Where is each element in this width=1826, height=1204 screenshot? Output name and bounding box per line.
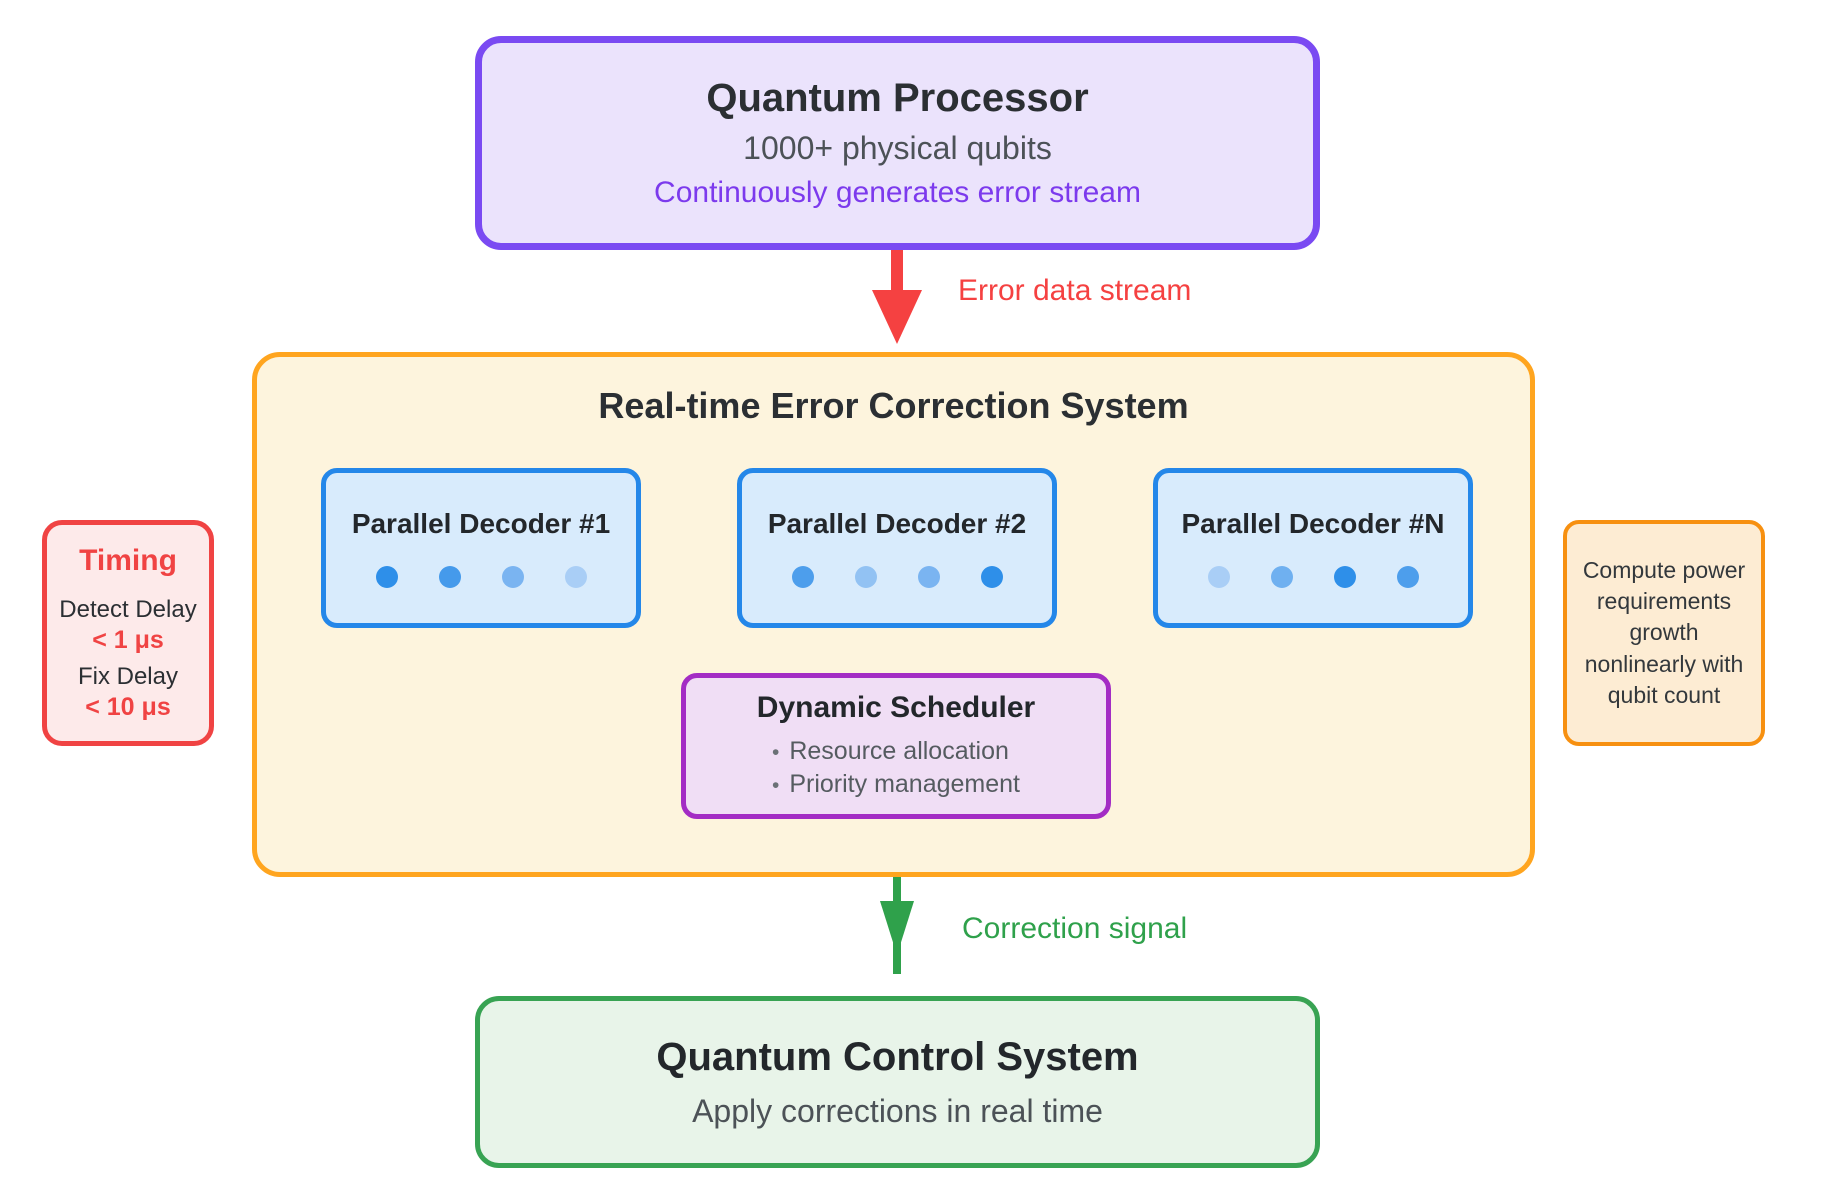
decoder-dots	[375, 566, 587, 588]
quantum-processor-subtitle: 1000+ physical qubits	[743, 130, 1052, 166]
compute-power-note-text: Compute power requirements growth nonlin…	[1582, 556, 1746, 708]
error-stream-down-arrow-icon	[872, 250, 922, 346]
timing-item: Detect Delay < 1 μs	[59, 596, 196, 655]
quantum-processor-box: Quantum Processor 1000+ physical qubits …	[475, 36, 1320, 250]
timing-box: Timing Detect Delay < 1 μs Fix Delay < 10 μ…	[42, 520, 214, 746]
dynamic-scheduler-title: Dynamic Scheduler	[756, 690, 1036, 724]
quantum-control-system-box: Quantum Control System Apply corrections…	[475, 996, 1320, 1168]
quantum-processor-note: Continuously generates error stream	[654, 176, 1141, 209]
timing-item-value: < 1 μs	[92, 626, 164, 654]
decoder-activity-dot	[438, 566, 461, 588]
decoder-activity-dot	[375, 566, 398, 588]
parallel-decoder-box: Parallel Decoder #1	[321, 468, 641, 628]
decoder-activity-dot	[564, 566, 587, 588]
timing-item-label: Fix Delay	[77, 663, 178, 690]
compute-power-note-box: Compute power requirements growth nonlin…	[1563, 520, 1765, 746]
decoder-dots	[1207, 566, 1419, 588]
error-correction-system-box: Real-time Error Correction System Parall…	[252, 352, 1535, 877]
decoder-title: Parallel Decoder #N	[1181, 508, 1445, 539]
correction-signal-label: Correction signal	[962, 912, 1188, 945]
error-correction-system-title: Real-time Error Correction System	[598, 385, 1189, 426]
quantum-control-system-title: Quantum Control System	[656, 1034, 1139, 1079]
decoder-activity-dot	[1207, 566, 1230, 588]
timing-title: Timing	[79, 544, 177, 577]
correction-signal-down-arrow-icon	[874, 877, 920, 974]
decoder-activity-dot	[791, 566, 814, 588]
decoder-title: Parallel Decoder #1	[351, 508, 611, 539]
arrow-head	[880, 901, 914, 955]
decoder-activity-dot	[980, 566, 1003, 588]
parallel-decoder-box: Parallel Decoder #2	[737, 468, 1057, 628]
decoder-activity-dot	[917, 566, 940, 588]
error-stream-label: Error data stream	[958, 274, 1192, 307]
scheduler-bullet-list: Resource allocationPriority management	[772, 735, 1020, 802]
parallel-decoder-box: Parallel Decoder #N	[1153, 468, 1473, 628]
timing-item-label: Detect Delay	[59, 596, 197, 623]
decoder-activity-dot	[1333, 566, 1356, 588]
decoder-row: Parallel Decoder #1 Parallel Decoder #2 …	[321, 468, 1473, 628]
decoder-activity-dot	[1396, 566, 1419, 588]
decoder-dots	[791, 566, 1003, 588]
quantum-control-system-subtitle: Apply corrections in real time	[692, 1092, 1103, 1129]
scheduler-bullet-item: Priority management	[772, 768, 1020, 802]
scheduler-bullet-item: Resource allocation	[772, 735, 1020, 769]
timing-item-list: Detect Delay < 1 μs Fix Delay < 10 μs	[59, 588, 196, 722]
arrow-head	[872, 290, 922, 344]
timing-item-value: < 10 μs	[85, 693, 171, 721]
timing-item: Fix Delay < 10 μs	[59, 663, 196, 722]
dynamic-scheduler-box: Dynamic Scheduler Resource allocationPri…	[681, 673, 1111, 819]
decoder-activity-dot	[1270, 566, 1293, 588]
arrow-shaft	[891, 250, 903, 296]
quantum-processor-title: Quantum Processor	[706, 76, 1089, 120]
decoder-title: Parallel Decoder #2	[767, 508, 1027, 539]
decoder-activity-dot	[501, 566, 524, 588]
decoder-activity-dot	[854, 566, 877, 588]
